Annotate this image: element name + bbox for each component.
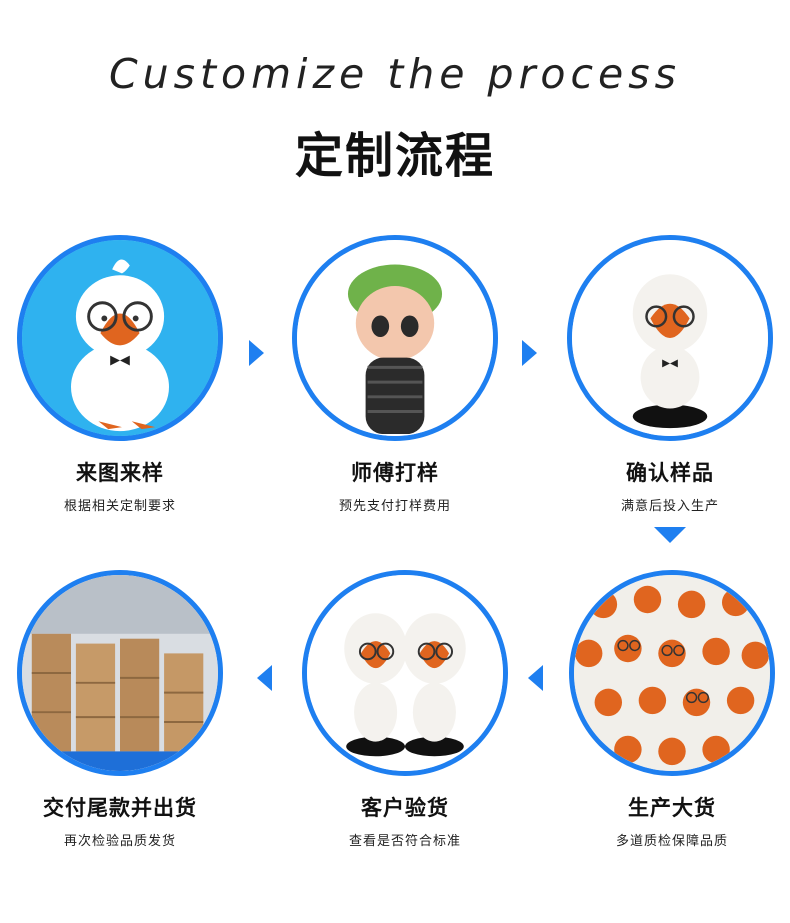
step-2-desc: 预先支付打样费用 (338, 499, 451, 514)
process-step-3: 确认样品 满意后投入生产 (555, 235, 785, 514)
page-title-chinese: 定制流程 (294, 128, 495, 184)
step-4-desc: 多道质检保障品质 (615, 834, 728, 849)
step-1-image (17, 235, 223, 441)
cartoon-duck-illustration (22, 240, 218, 436)
step-1-title: 来图来样 (76, 461, 164, 485)
step-5-image (302, 570, 508, 776)
many-duck-figures-photo (574, 575, 770, 771)
duck-sample-figure (572, 240, 768, 436)
process-step-5: 客户验货 查看是否符合标准 (290, 570, 520, 849)
step-2-title: 师傅打样 (351, 461, 439, 485)
step-5-title: 客户验货 (361, 796, 449, 820)
two-duck-figures-photo (307, 575, 503, 771)
boy-with-tire-figure (297, 240, 493, 436)
step-5-desc: 查看是否符合标准 (348, 834, 461, 849)
step-6-title: 交付尾款并出货 (43, 796, 197, 820)
warehouse-boxes-photo (22, 575, 218, 771)
step-4-image (569, 570, 775, 776)
step-4-title: 生产大货 (628, 796, 716, 820)
arrow-right-icon (249, 340, 264, 366)
process-step-2: 师傅打样 预先支付打样费用 (280, 235, 510, 514)
process-step-4: 生产大货 多道质检保障品质 (557, 570, 787, 849)
process-step-6: 交付尾款并出货 再次检验品质发货 (5, 570, 235, 849)
step-3-image (567, 235, 773, 441)
process-step-1: 来图来样 根据相关定制要求 (5, 235, 235, 514)
step-1-desc: 根据相关定制要求 (63, 499, 176, 514)
step-6-image (17, 570, 223, 776)
step-2-image (292, 235, 498, 441)
step-3-desc: 满意后投入生产 (620, 499, 719, 514)
step-3-title: 确认样品 (626, 461, 714, 485)
arrow-left-icon (528, 665, 543, 691)
arrow-left-icon (257, 665, 272, 691)
arrow-down-icon (654, 527, 686, 543)
step-6-desc: 再次检验品质发货 (63, 834, 176, 849)
arrow-right-icon (522, 340, 537, 366)
page-title-english: Customize the process (108, 50, 681, 98)
